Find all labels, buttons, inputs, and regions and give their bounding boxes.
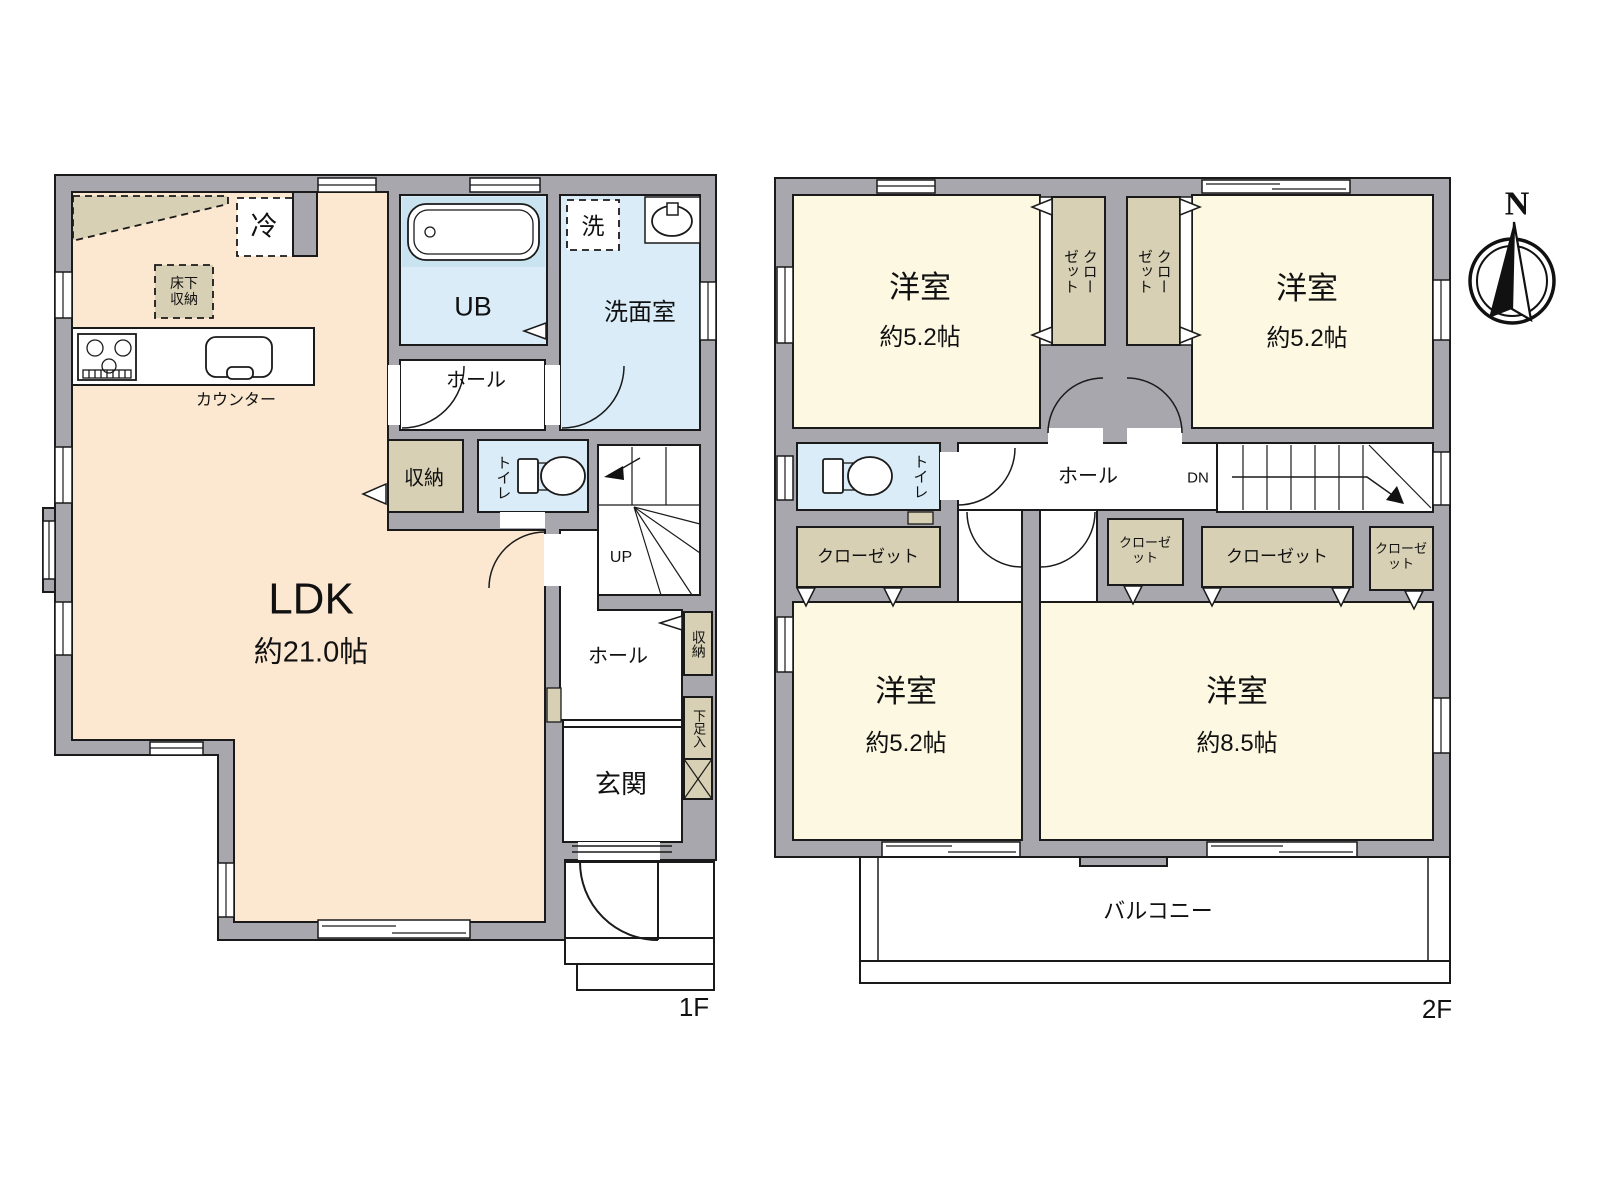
stairs-up-treads: [598, 447, 701, 596]
compass-north-label: N: [1504, 185, 1530, 223]
balcony-area: [859, 856, 1451, 984]
closet-c-area: [1107, 518, 1184, 586]
floor2-plan: [774, 177, 1451, 984]
room-nw-size-label: 約5.2帖: [879, 324, 961, 352]
porch: [564, 861, 715, 991]
room-ne-name-label: 洋室: [1276, 271, 1338, 307]
room-sw: [792, 601, 1023, 841]
compass-icon: [1468, 221, 1556, 325]
unit-bath-label: UB: [454, 291, 492, 322]
room-nw-name-label: 洋室: [889, 270, 951, 306]
floor1-label: 1F: [678, 992, 710, 1023]
floor-storage-label: 床下収納: [170, 274, 198, 307]
toilet-icon-2f: [822, 456, 893, 496]
storage-east-area: [683, 611, 713, 676]
closet-mid-area: [1201, 526, 1354, 588]
door-arc: [401, 365, 465, 429]
room-sw-name-label: 洋室: [875, 674, 937, 710]
storage-mid-label: 収納: [404, 467, 444, 490]
closet-e-label: クローゼット: [1375, 541, 1428, 571]
door-arc: [966, 511, 1023, 568]
kitchen-wall-stub: [292, 191, 318, 257]
entrance-label: 玄関: [594, 769, 648, 800]
fridge-label: 冷: [250, 211, 278, 242]
closet-mid-label: クローゼット: [1226, 547, 1328, 567]
toilet-1f-label: トイレ: [494, 454, 512, 500]
balcony-label: バルコニー: [1103, 898, 1213, 924]
floor2-label: 2F: [1421, 994, 1453, 1025]
hall-lower-label: ホール: [588, 645, 648, 668]
closet-w-area: [796, 526, 941, 588]
kitchen-cabinet-area: [72, 195, 229, 241]
toilet-2f-label: トイレ: [911, 453, 929, 499]
counter-label: カウンター: [195, 391, 277, 409]
closet-door-markers: [795, 585, 1425, 611]
folding-door-marker: [361, 482, 387, 506]
stove-icon: [77, 333, 137, 381]
laundry-space: [566, 199, 620, 251]
hall-upper-area: [399, 359, 546, 431]
room-sw-size-label: 約5.2帖: [865, 730, 947, 758]
stairs-up-label: UP: [609, 548, 633, 566]
closet-e-area: [1369, 526, 1434, 591]
folding-door-marker: [521, 321, 547, 341]
shoe-cabinet-area: [683, 696, 713, 760]
toilet-icon-1f: [517, 456, 586, 496]
floor1-plan: [42, 174, 717, 991]
room-ne-size-label: 約5.2帖: [1266, 325, 1348, 353]
room-ne: [1191, 194, 1434, 429]
bathtub-icon: [402, 197, 545, 267]
door-arc: [488, 531, 546, 589]
closet-nw-area: [1051, 196, 1106, 346]
stairs-down-label: DN: [1187, 469, 1209, 487]
door-arc: [561, 365, 625, 429]
door-arc: [1047, 377, 1104, 434]
doorway: [1039, 509, 1098, 605]
room-se-size-label: 約8.5帖: [1196, 730, 1278, 758]
washbasin-icon: [644, 196, 701, 244]
ldk-size-label: 約21.0帖: [253, 636, 369, 669]
floor-storage-area: [154, 264, 214, 319]
storage-mid-area: [387, 439, 464, 513]
shoe-cabinet-label: 下足入: [691, 708, 707, 748]
storage-east-label: 収納: [690, 630, 707, 658]
closet-c-label: クローゼット: [1119, 535, 1172, 565]
room-se: [1039, 601, 1434, 841]
door-arc: [957, 447, 1016, 506]
hall-2f-area: [957, 442, 1218, 511]
laundry-label: 洗: [581, 212, 605, 239]
closet-nw-label: クローゼット: [1062, 248, 1098, 294]
room-se-name-label: 洋室: [1206, 674, 1268, 710]
stairs-down-treads: [1232, 444, 1432, 510]
windows-floor1: [42, 177, 717, 939]
hall-2f-label: ホール: [1058, 465, 1118, 488]
room-entrance: [562, 719, 683, 843]
hall-upper-label: ホール: [446, 369, 506, 392]
ldk-name-label: LDK: [268, 574, 354, 624]
door-panel: [546, 687, 562, 723]
closet-w-label: クローゼット: [817, 547, 919, 567]
closet-ne-area: [1126, 196, 1181, 346]
door-arc: [1039, 511, 1096, 568]
closet-ne-label: クローゼット: [1136, 248, 1172, 294]
windows-floor2: [776, 179, 1451, 858]
kitchen-sink-icon: [205, 336, 273, 380]
folding-door-marker: [657, 614, 683, 632]
room-nw: [792, 194, 1041, 429]
door-arc: [1126, 377, 1183, 434]
door-panel: [907, 511, 934, 525]
washroom-label: 洗面室: [604, 299, 676, 327]
